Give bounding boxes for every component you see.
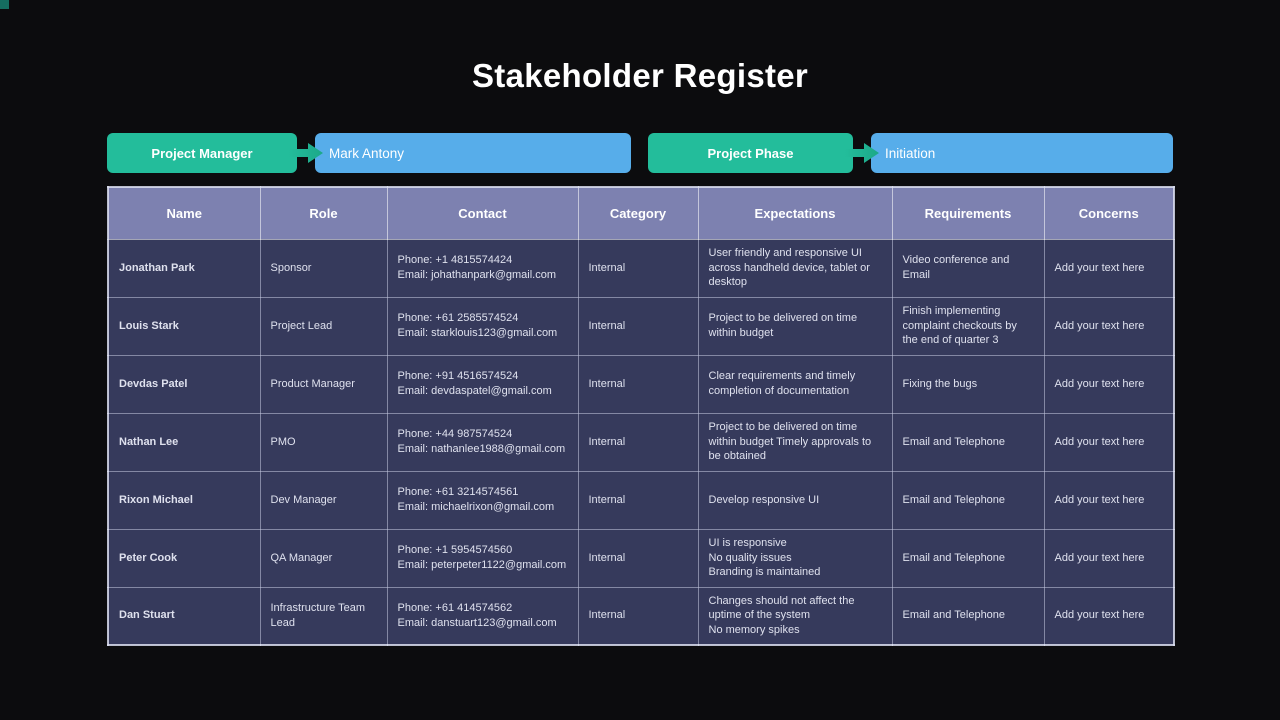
project-manager-value: Mark Antony (329, 145, 405, 161)
cell-expectations: Clear requirements and timely completion… (697, 354, 893, 414)
column-header-requirements: Requirements (891, 186, 1045, 240)
cell-name: Dan Stuart (107, 586, 261, 646)
contact-phone: Phone: +1 5954574560 (397, 544, 513, 557)
table-header: Name Role Contact Category Expectations … (107, 186, 1175, 240)
cell-name: Rixon Michael (107, 470, 261, 530)
cell-expectations: Project to be delivered on time within b… (697, 412, 893, 472)
cell-concerns[interactable]: Add your text here (1043, 586, 1175, 646)
cell-contact: Phone: +44 987574524 Email: nathanlee198… (386, 412, 579, 472)
cell-contact: Phone: +1 5954574560 Email: peterpeter11… (386, 528, 579, 588)
contact-email: Email: michaelrixon@gmail.com (397, 501, 555, 513)
cell-role: Product Manager (259, 354, 388, 414)
stakeholder-table: Name Role Contact Category Expectations … (107, 186, 1175, 646)
project-manager-value-button[interactable]: Mark Antony (315, 133, 631, 173)
cell-category: Internal (577, 470, 699, 530)
cell-requirements: Finish implementing complaint checkouts … (891, 296, 1045, 356)
cell-name: Louis Stark (107, 296, 261, 356)
column-header-role: Role (259, 186, 388, 240)
cell-role: PMO (259, 412, 388, 472)
column-header-concerns: Concerns (1043, 186, 1175, 240)
stakeholder-table-wrap: Name Role Contact Category Expectations … (107, 186, 1175, 646)
page-title: Stakeholder Register (471, 57, 809, 94)
column-header-expectations: Expectations (697, 186, 893, 240)
cell-contact: Phone: +61 3214574561 Email: michaelrixo… (386, 470, 579, 530)
table-row: Devdas Patel Product Manager Phone: +91 … (107, 354, 1175, 414)
cell-role: Project Lead (259, 296, 388, 356)
cell-concerns[interactable]: Add your text here (1043, 296, 1175, 356)
cell-contact: Phone: +61 414574562 Email: danstuart123… (386, 586, 579, 646)
cell-contact: Phone: +1 4815574424 Email: johathanpark… (386, 238, 579, 298)
cell-role: Sponsor (259, 238, 388, 298)
table-row: Jonathan Park Sponsor Phone: +1 48155744… (107, 238, 1175, 298)
contact-email: Email: danstuart123@gmail.com (397, 616, 557, 629)
project-phase-value-button[interactable]: Initiation (871, 133, 1173, 173)
table-row: Louis Stark Project Lead Phone: +61 2585… (107, 296, 1175, 356)
cell-concerns[interactable]: Add your text here (1043, 528, 1175, 588)
arrow-right-icon (845, 143, 879, 163)
project-phase-label-button[interactable]: Project Phase (648, 133, 853, 173)
connector (845, 133, 879, 173)
cell-category: Internal (577, 586, 699, 646)
arrow-right-icon (289, 143, 323, 163)
connector (289, 133, 323, 173)
contact-phone: Phone: +44 987574524 (397, 428, 513, 441)
contact-phone: Phone: +91 4516574524 (397, 370, 519, 383)
cell-expectations: Develop responsive UI (697, 470, 893, 530)
cell-contact: Phone: +91 4516574524 Email: devdaspatel… (386, 354, 579, 414)
table-row: Rixon Michael Dev Manager Phone: +61 321… (107, 470, 1175, 530)
cell-name: Jonathan Park (107, 238, 261, 298)
cell-category: Internal (577, 528, 699, 588)
cell-requirements: Email and Telephone (891, 586, 1045, 646)
cell-requirements: Fixing the bugs (891, 354, 1045, 414)
cell-expectations: Project to be delivered on time within b… (697, 296, 893, 356)
contact-email: Email: starklouis123@gmail.com (397, 327, 558, 339)
contact-email: Email: nathanlee1988@gmail.com (397, 443, 566, 455)
cell-requirements: Email and Telephone (891, 412, 1045, 472)
project-phase-label: Project Phase (707, 145, 794, 161)
project-phase-value: Initiation (885, 145, 936, 161)
cell-expectations: UI is responsive No quality issues Brand… (697, 528, 893, 588)
contact-email: Email: peterpeter1122@gmail.com (397, 559, 567, 571)
cell-name: Nathan Lee (107, 412, 261, 472)
cell-concerns[interactable]: Add your text here (1043, 470, 1175, 530)
cell-category: Internal (577, 354, 699, 414)
cell-expectations: Changes should not affect the uptime of … (697, 586, 893, 646)
corner-accent (0, 0, 9, 9)
cell-name: Peter Cook (107, 528, 261, 588)
cell-role: Dev Manager (259, 470, 388, 530)
info-bar-gap (631, 133, 648, 173)
contact-phone: Phone: +1 4815574424 (397, 254, 513, 267)
contact-phone: Phone: +61 3214574561 (397, 486, 519, 499)
contact-phone: Phone: +61 414574562 (397, 602, 513, 615)
cell-requirements: Email and Telephone (891, 470, 1045, 530)
cell-category: Internal (577, 412, 699, 472)
column-header-category: Category (577, 186, 699, 240)
table-row: Nathan Lee PMO Phone: +44 987574524 Emai… (107, 412, 1175, 472)
contact-phone: Phone: +61 2585574524 (397, 312, 519, 325)
cell-concerns[interactable]: Add your text here (1043, 412, 1175, 472)
cell-role: Infrastructure Team Lead (259, 586, 388, 646)
cell-requirements: Email and Telephone (891, 528, 1045, 588)
cell-requirements: Video conference and Email (891, 238, 1045, 298)
table-body: Jonathan Park Sponsor Phone: +1 48155744… (107, 238, 1175, 646)
cell-expectations: User friendly and responsive UI across h… (697, 238, 893, 298)
cell-name: Devdas Patel (107, 354, 261, 414)
column-header-name: Name (107, 186, 261, 240)
cell-role: QA Manager (259, 528, 388, 588)
table-header-row: Name Role Contact Category Expectations … (107, 186, 1175, 240)
cell-concerns[interactable]: Add your text here (1043, 354, 1175, 414)
table-row: Dan Stuart Infrastructure Team Lead Phon… (107, 586, 1175, 646)
info-bar: Project Manager Mark Antony Project Phas… (107, 133, 1173, 173)
contact-email: Email: devdaspatel@gmail.com (397, 385, 552, 397)
cell-category: Internal (577, 296, 699, 356)
contact-email: Email: johathanpark@gmail.com (397, 269, 557, 281)
cell-category: Internal (577, 238, 699, 298)
cell-concerns[interactable]: Add your text here (1043, 238, 1175, 298)
table-row: Peter Cook QA Manager Phone: +1 59545745… (107, 528, 1175, 588)
column-header-contact: Contact (386, 186, 579, 240)
project-manager-label-button[interactable]: Project Manager (107, 133, 297, 173)
project-manager-label: Project Manager (151, 145, 253, 161)
cell-contact: Phone: +61 2585574524 Email: starklouis1… (386, 296, 579, 356)
